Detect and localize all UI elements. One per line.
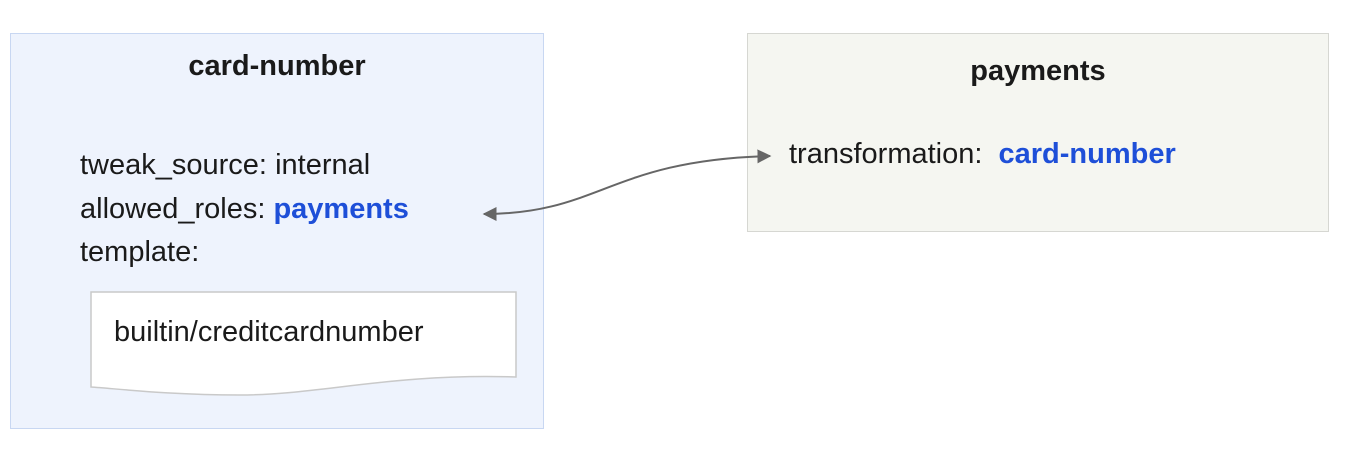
allowed-roles-label: allowed_roles:	[80, 193, 266, 225]
tweak-source-row: tweak_source: internal	[80, 151, 370, 180]
payments-box: payments transformation: card-number	[747, 33, 1329, 232]
allowed-roles-row: allowed_roles: payments	[80, 195, 409, 224]
card-number-title: card-number	[188, 50, 366, 82]
transformation-value-link[interactable]: card-number	[998, 138, 1176, 170]
tweak-source-label: tweak_source:	[80, 149, 267, 181]
payments-title: payments	[970, 55, 1106, 87]
allowed-roles-value-link[interactable]: payments	[273, 193, 409, 225]
transformation-row: transformation: card-number	[789, 140, 1176, 169]
transformation-label: transformation:	[789, 138, 983, 170]
template-document-shape	[90, 291, 517, 396]
template-label: template:	[80, 236, 200, 268]
template-value: builtin/creditcardnumber	[114, 316, 424, 348]
card-number-box: card-number tweak_source: internal allow…	[10, 33, 544, 429]
tweak-source-value: internal	[275, 149, 371, 181]
